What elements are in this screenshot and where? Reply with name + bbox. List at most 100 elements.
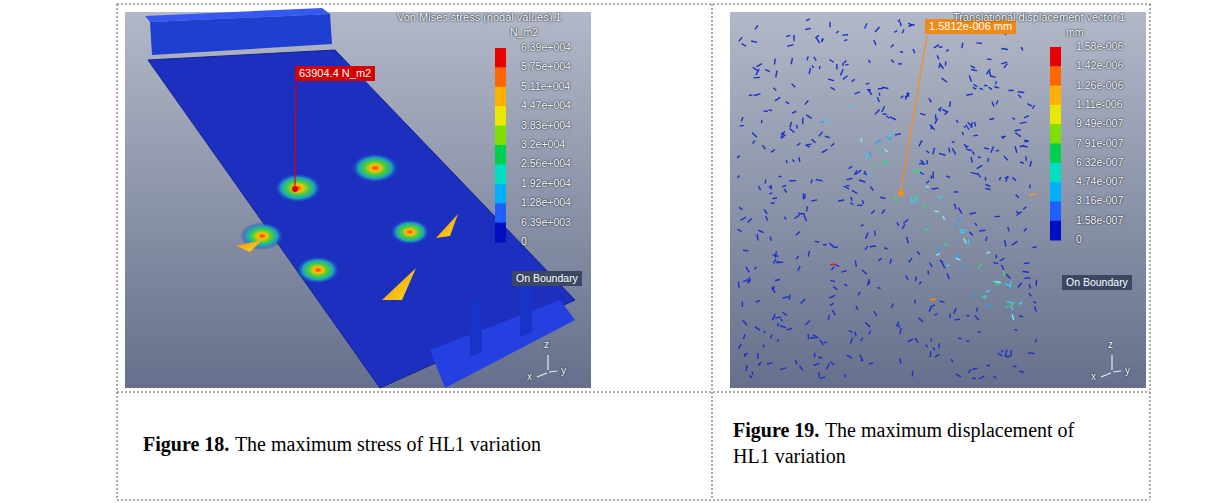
vector-arrow bbox=[930, 339, 932, 342]
vector-arrow bbox=[954, 191, 959, 193]
vector-arrow bbox=[934, 314, 937, 315]
vector-arrow bbox=[767, 363, 772, 365]
vector-arrow bbox=[878, 88, 883, 90]
vector-arrow bbox=[984, 85, 987, 86]
vector-arrow bbox=[971, 172, 978, 174]
vector-arrow bbox=[845, 64, 848, 66]
vector-arrow bbox=[805, 320, 810, 324]
vector-arrow bbox=[907, 339, 913, 342]
vector-arrow bbox=[913, 49, 915, 53]
vector-arrow bbox=[849, 166, 853, 168]
vector-arrow bbox=[753, 140, 755, 143]
vector-arrow bbox=[785, 217, 786, 220]
vector-arrow bbox=[787, 45, 793, 47]
vector-arrow bbox=[818, 357, 822, 358]
scale-value: 0 bbox=[1076, 233, 1082, 246]
vector-arrow bbox=[967, 126, 969, 129]
vector-arrow bbox=[890, 117, 896, 120]
vector-arrow bbox=[973, 84, 977, 86]
vector-arrow bbox=[940, 260, 943, 262]
vector-arrow bbox=[798, 213, 805, 215]
color-band bbox=[1050, 221, 1061, 241]
vector-arrow bbox=[926, 160, 928, 164]
vector-arrow bbox=[819, 132, 823, 137]
vector-arrow bbox=[968, 369, 970, 373]
vector-arrow bbox=[961, 43, 963, 48]
vector-arrow bbox=[932, 171, 933, 178]
vector-arrow bbox=[1005, 284, 1011, 286]
leader-line bbox=[901, 36, 927, 190]
vector-arrow bbox=[820, 340, 823, 346]
vector-arrow bbox=[915, 338, 918, 343]
vector-arrow bbox=[899, 22, 901, 26]
vector-arrow bbox=[1024, 140, 1028, 142]
vector-arrow bbox=[786, 35, 790, 36]
vector-arrow bbox=[936, 248, 941, 250]
vector-arrow bbox=[1032, 246, 1036, 248]
vector-arrow bbox=[900, 51, 903, 52]
vector-arrow bbox=[1035, 306, 1037, 312]
vector-arrow bbox=[1001, 48, 1008, 50]
vector-arrow bbox=[938, 343, 939, 348]
vector-arrow bbox=[926, 181, 929, 183]
vector-arrow bbox=[947, 273, 949, 279]
vector-arrow bbox=[1019, 316, 1023, 317]
vector-arrow bbox=[994, 86, 999, 88]
vector-arrow bbox=[862, 270, 867, 274]
vector-arrow bbox=[942, 109, 947, 112]
vector-arrow bbox=[971, 69, 977, 70]
vector-arrow bbox=[884, 248, 887, 249]
vector-arrow bbox=[812, 65, 814, 68]
vector-arrow bbox=[985, 185, 990, 187]
vector-arrow bbox=[851, 338, 853, 344]
vector-arrow bbox=[1029, 184, 1030, 188]
vector-arrow bbox=[1013, 365, 1016, 367]
vector-arrow bbox=[806, 115, 812, 119]
vector-arrow bbox=[1022, 146, 1028, 147]
color-band bbox=[1050, 182, 1061, 202]
vector-arrow bbox=[930, 299, 936, 300]
vector-arrow bbox=[826, 363, 829, 369]
vector-arrow bbox=[830, 280, 835, 281]
vector-arrow bbox=[777, 323, 779, 326]
vector-arrow bbox=[844, 60, 846, 63]
vector-arrow bbox=[979, 230, 985, 232]
vector-arrow bbox=[775, 279, 780, 280]
vector-arrow bbox=[769, 193, 772, 195]
vector-arrow bbox=[836, 31, 838, 33]
figure-number: Figure 19. bbox=[733, 419, 819, 441]
vector-arrow bbox=[780, 368, 786, 370]
table-border bbox=[117, 4, 1150, 500]
vector-arrow bbox=[1011, 308, 1013, 310]
vector-arrow bbox=[900, 328, 901, 334]
vector-arrow bbox=[975, 315, 979, 320]
vector-arrow bbox=[1024, 262, 1030, 264]
vector-arrow bbox=[804, 215, 807, 221]
scale-value: 2.56e+004 bbox=[521, 157, 571, 170]
vector-arrow bbox=[802, 118, 804, 125]
vector-arrow bbox=[856, 170, 861, 174]
vector-arrow bbox=[995, 255, 997, 259]
vector-arrow bbox=[752, 133, 757, 138]
vector-arrow bbox=[786, 102, 790, 104]
vector-arrow bbox=[1029, 284, 1030, 288]
vector-arrow bbox=[896, 325, 900, 327]
vector-arrow bbox=[831, 143, 834, 146]
vector-arrow bbox=[762, 145, 765, 149]
vector-arrow bbox=[902, 29, 904, 33]
vector-arrow bbox=[847, 178, 853, 179]
vector-arrow bbox=[1036, 280, 1038, 286]
vector-arrow bbox=[842, 63, 843, 66]
vector-arrow bbox=[986, 290, 990, 292]
vector-arrow bbox=[885, 149, 888, 152]
vector-arrow bbox=[1020, 122, 1027, 123]
vector-arrow bbox=[948, 148, 950, 153]
vector-arrow bbox=[794, 215, 799, 218]
vector-arrow bbox=[958, 338, 961, 340]
vector-arrow bbox=[1024, 228, 1027, 231]
vector-arrow bbox=[829, 60, 833, 63]
vector-arrow bbox=[937, 55, 939, 59]
vector-arrow bbox=[754, 94, 761, 96]
vector-arrow bbox=[1007, 301, 1013, 303]
vector-arrow bbox=[766, 216, 768, 221]
